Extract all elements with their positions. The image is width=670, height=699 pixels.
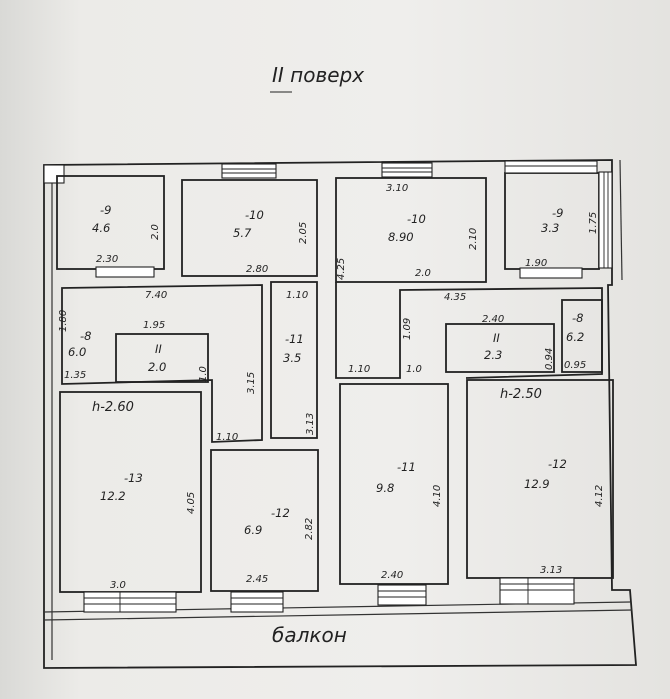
dim-13: 1.80: [58, 310, 69, 332]
dim-22: 0.94: [544, 348, 555, 370]
room-r12: [339, 383, 449, 585]
room-r11-num: -12: [271, 506, 290, 520]
dim-2: 2.30: [96, 254, 118, 265]
dim-30: 4.12: [594, 485, 605, 507]
room-r1-area: 4.6: [92, 221, 110, 235]
dimension-labels: 2.0 2.30 2.05 2.80 3.10 2.10 2.0 4.25 1.…: [58, 183, 605, 591]
room-r5-num: -8: [80, 329, 91, 343]
window-top-left: [43, 164, 65, 184]
door-r11: [230, 591, 284, 613]
outer-wall-inner-right: [619, 159, 623, 281]
dim-6: 2.10: [468, 228, 479, 250]
room-r7-num: -11: [285, 332, 304, 346]
room-r9-num: -8: [572, 311, 583, 325]
dim-29: 4.10: [432, 485, 443, 507]
dim-34: 3.13: [540, 565, 562, 576]
room-r9: [561, 299, 603, 373]
room-r6-num: II: [155, 342, 162, 356]
dim-15: 1.0: [198, 366, 209, 382]
corridor-left: [61, 284, 263, 443]
room-r11-area: 6.9: [244, 523, 262, 537]
door-r4: [519, 267, 583, 279]
window-r2: [221, 163, 277, 179]
room-r3-area: 8.90: [388, 230, 414, 244]
door-r12: [377, 584, 427, 606]
height-left: h-2.60: [92, 400, 134, 415]
dim-14: 1.95: [143, 320, 165, 331]
dim-27: 4.05: [186, 492, 197, 514]
dim-10: 1.90: [525, 258, 547, 269]
room-r4-area: 3.3: [541, 221, 559, 235]
room-r9-area: 6.2: [566, 330, 584, 344]
dim-19: 4.35: [444, 292, 466, 303]
dim-9: 1.75: [588, 212, 599, 234]
room-r8-area: 2.3: [484, 348, 502, 362]
dim-20: 2.40: [482, 314, 504, 325]
room-r6: [115, 333, 209, 383]
room-r8-num: II: [493, 331, 500, 345]
room-r1-num: -9: [100, 203, 111, 217]
room-r5-area: 6.0: [68, 345, 86, 359]
corridor-right: [335, 282, 603, 379]
dim-21: 1.09: [402, 318, 413, 340]
room-r12-area: 9.8: [376, 481, 394, 495]
room-r2-num: -10: [245, 208, 264, 222]
room-r2: [181, 179, 318, 277]
dim-23: 1.10: [348, 364, 370, 375]
room-r8: [445, 323, 555, 373]
room-r10: [59, 391, 202, 593]
dim-18: 1.35: [64, 370, 86, 381]
dim-12: 1.10: [286, 290, 308, 301]
room-r13-area: 12.9: [524, 477, 550, 491]
dim-1: 2.0: [150, 224, 161, 240]
floor-title: II поверх: [272, 63, 364, 87]
room-r2-area: 5.7: [233, 226, 252, 240]
door-r10: [83, 591, 177, 613]
dim-17: 3.13: [305, 413, 316, 435]
door-r13: [499, 577, 575, 605]
dim-16: 3.15: [246, 372, 257, 394]
dim-28: 2.82: [304, 518, 315, 540]
room-r12-num: -11: [397, 460, 416, 474]
dim-32: 2.45: [246, 574, 268, 585]
room-r10-area: 12.2: [100, 489, 126, 503]
dim-25: 0.95: [564, 360, 586, 371]
dim-11: 7.40: [145, 290, 167, 301]
height-right: h-2.50: [500, 387, 542, 402]
balcony-line-2: [43, 609, 633, 621]
window-right: [598, 171, 613, 269]
window-r3: [381, 162, 433, 178]
room-r11: [210, 449, 319, 592]
room-r7-area: 3.5: [283, 351, 301, 365]
dim-33: 2.40: [381, 570, 403, 581]
dim-5: 3.10: [386, 183, 408, 194]
room-r3: [335, 177, 487, 283]
room-r7: [270, 281, 318, 439]
dim-31: 3.0: [110, 580, 126, 591]
door-r1: [95, 266, 155, 278]
room-labels: -9 4.6 -10 5.7 -10 8.90 -9 3.3 -8 6.0 II…: [68, 203, 584, 537]
height-labels: h-2.60 h-2.50: [92, 387, 542, 415]
dim-3: 2.05: [298, 222, 309, 244]
dim-26: 1.10: [216, 432, 238, 443]
dim-24: 1.0: [406, 364, 422, 375]
room-r10-num: -13: [124, 471, 143, 485]
dim-7: 2.0: [415, 268, 431, 279]
window-r4: [504, 160, 598, 174]
dim-8: 4.25: [336, 258, 347, 280]
room-r6-area: 2.0: [148, 360, 166, 374]
room-r3-num: -10: [407, 212, 426, 226]
dim-4: 2.80: [246, 264, 268, 275]
balcony-label: балкон: [272, 623, 347, 647]
room-r13-num: -12: [548, 457, 567, 471]
room-r4-num: -9: [552, 206, 563, 220]
